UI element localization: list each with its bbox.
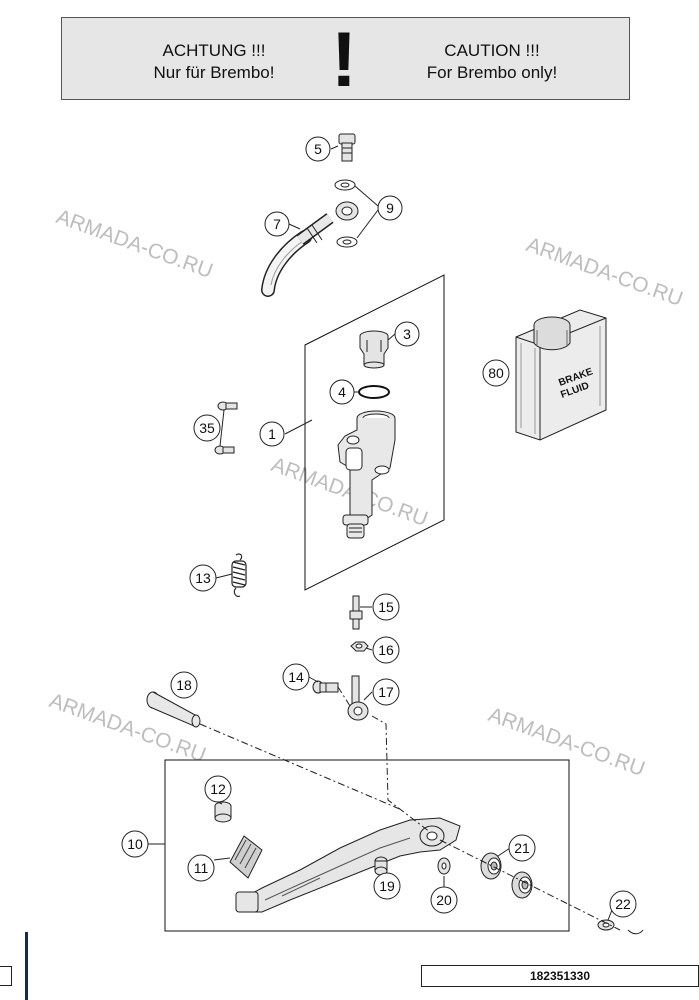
svg-text:12: 12	[210, 781, 226, 797]
pedal-pin-part	[374, 856, 388, 876]
callout-5: 5	[305, 136, 331, 162]
exclamation-icon: !	[331, 15, 357, 103]
svg-text:14: 14	[288, 669, 304, 685]
pedal-bolt-part	[312, 680, 339, 694]
svg-text:16: 16	[378, 642, 394, 658]
brake-line-part	[261, 201, 359, 297]
drawing-number: 182351330	[421, 965, 699, 987]
screw-lower-part	[214, 445, 235, 455]
svg-text:13: 13	[195, 570, 211, 586]
svg-text:18: 18	[176, 677, 192, 693]
sealing-washer-top	[334, 179, 356, 191]
banjo-bolt-part	[338, 133, 356, 162]
return-spring-part	[231, 553, 247, 597]
brake-fluid-can: BRAKE FLUID	[515, 309, 607, 441]
svg-text:10: 10	[127, 836, 143, 852]
callout-9: 9	[377, 195, 403, 221]
pivot-bushing-part	[146, 691, 201, 728]
callout-4: 4	[329, 379, 355, 405]
callout-20: 20	[430, 886, 458, 914]
footer-box-left	[0, 966, 12, 986]
screw-upper-part	[217, 401, 238, 411]
callout-21: 21	[508, 834, 536, 862]
o-ring-part	[358, 385, 390, 399]
bleed-screw-part	[349, 595, 363, 630]
callout-17: 17	[372, 678, 400, 706]
caution-german: ACHTUNG !!! Nur für Brembo!	[104, 40, 324, 84]
svg-text:7: 7	[273, 216, 281, 232]
callout-18: 18	[170, 671, 198, 699]
callout-1: 1	[259, 421, 285, 447]
leader-lines	[148, 145, 613, 921]
caution-german-text: Nur für Brembo!	[153, 63, 275, 82]
svg-text:20: 20	[436, 892, 452, 908]
caution-banner: ACHTUNG !!! Nur für Brembo! ! CAUTION !!…	[61, 15, 630, 103]
callout-22: 22	[609, 890, 637, 918]
caution-english-text: For Brembo only!	[426, 63, 558, 82]
svg-text:11: 11	[194, 860, 209, 876]
svg-text:9: 9	[386, 200, 394, 216]
svg-text:1: 1	[268, 426, 276, 442]
svg-text:15: 15	[378, 599, 394, 615]
svg-text:19: 19	[379, 878, 395, 894]
svg-text:80: 80	[488, 365, 504, 381]
rubber-bushing-part	[214, 801, 232, 823]
svg-text:5: 5	[314, 141, 322, 157]
watermark-2: ARMADA-CO.RU	[523, 233, 685, 311]
svg-text:35: 35	[199, 420, 215, 436]
watermark-4: ARMADA-CO.RU	[46, 689, 208, 767]
bearing-lower-part	[511, 871, 533, 899]
callout-16: 16	[372, 636, 400, 664]
callout-7: 7	[264, 211, 290, 237]
svg-text:21: 21	[514, 840, 530, 856]
callout-3: 3	[394, 321, 420, 347]
brake-pedal-frame	[164, 759, 570, 932]
bearing-upper-part	[480, 852, 502, 880]
hex-nut-part	[350, 641, 369, 652]
callout-14: 14	[282, 663, 310, 691]
callout-35: 35	[193, 414, 221, 442]
master-cylinder-part	[337, 410, 396, 539]
pedal-tip-part	[229, 835, 263, 879]
callout-15: 15	[372, 593, 400, 621]
watermark-5: ARMADA-CO.RU	[485, 703, 647, 781]
callout-13: 13	[189, 564, 217, 592]
callout-12: 12	[204, 775, 232, 803]
sealing-washer-bottom	[336, 236, 358, 248]
svg-text:3: 3	[403, 326, 411, 342]
assembly-lines	[199, 686, 621, 931]
caution-german-title: ACHTUNG !!!	[162, 41, 266, 60]
callout-11: 11	[187, 854, 215, 882]
watermark-1: ARMADA-CO.RU	[53, 205, 215, 283]
footer-divider	[25, 932, 28, 1000]
callout-80: 80	[482, 359, 510, 387]
master-cylinder-frame	[304, 274, 445, 591]
caution-english: CAUTION !!! For Brembo only!	[382, 40, 602, 84]
callout-10: 10	[121, 830, 149, 858]
brake-pedal-part	[235, 817, 461, 913]
pedal-washer-part	[437, 857, 451, 875]
svg-text:17: 17	[378, 684, 394, 700]
caution-english-title: CAUTION !!!	[444, 41, 540, 60]
svg-text:4: 4	[338, 384, 346, 400]
callout-19: 19	[373, 872, 401, 900]
reservoir-adapter-part	[359, 330, 389, 369]
svg-text:22: 22	[615, 896, 631, 912]
push-rod-part	[347, 675, 369, 721]
circlip-part	[597, 919, 644, 935]
